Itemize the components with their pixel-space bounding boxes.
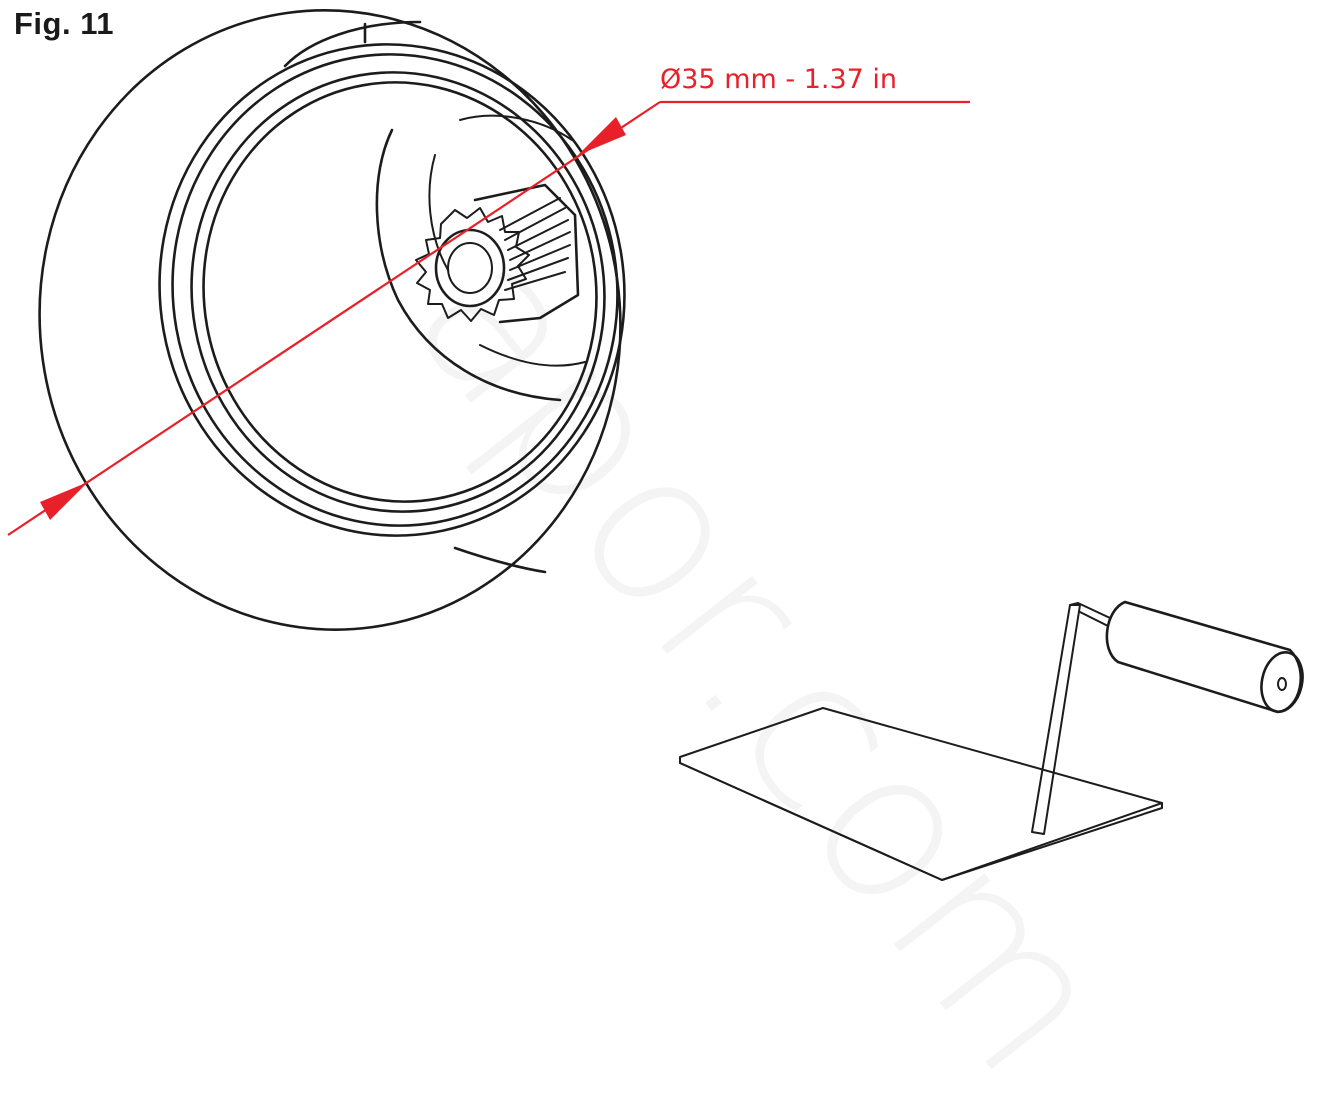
tool-blade bbox=[679, 707, 1163, 881]
shaft-bore bbox=[447, 242, 493, 294]
knob-top-edge bbox=[283, 20, 422, 68]
shaft-outer bbox=[434, 228, 506, 308]
cavity-bottom-line bbox=[479, 344, 586, 367]
ring-outer-inner bbox=[171, 53, 619, 527]
gear-shaft bbox=[415, 183, 580, 324]
technical-drawing bbox=[7, 9, 1304, 881]
knob-outer-rim bbox=[38, 9, 622, 631]
tool-handle-hole bbox=[1277, 677, 1287, 691]
spline-ridges bbox=[499, 197, 571, 291]
tool-handle-end bbox=[1260, 651, 1304, 713]
cavity-inner-line bbox=[428, 154, 449, 271]
dimension-arrow-right bbox=[578, 117, 626, 155]
knob-bottom-edge bbox=[453, 546, 547, 574]
dimension-line bbox=[7, 101, 661, 536]
ring-outer bbox=[158, 43, 626, 537]
ring-middle bbox=[190, 71, 606, 513]
dimension-arrow-left bbox=[40, 482, 88, 520]
diameter-dimension bbox=[7, 100, 970, 536]
figure-canvas: apor.com bbox=[7, 6, 1304, 1117]
spline-housing bbox=[473, 183, 580, 324]
tool-blade-edge bbox=[679, 762, 1163, 881]
tool-handle bbox=[1105, 600, 1303, 714]
knob-body bbox=[38, 9, 626, 631]
figure-label: Fig. 11 bbox=[14, 6, 114, 41]
cavity-top-line bbox=[459, 114, 573, 141]
cavity-contour bbox=[375, 128, 562, 402]
tool-stem-bend bbox=[1069, 602, 1111, 627]
tool-stem bbox=[1031, 604, 1081, 835]
dimension-label: Ø35 mm - 1.37 in bbox=[660, 64, 898, 95]
gear-outline bbox=[415, 207, 530, 322]
ring-inner bbox=[202, 81, 598, 503]
feeler-tool bbox=[679, 600, 1304, 881]
